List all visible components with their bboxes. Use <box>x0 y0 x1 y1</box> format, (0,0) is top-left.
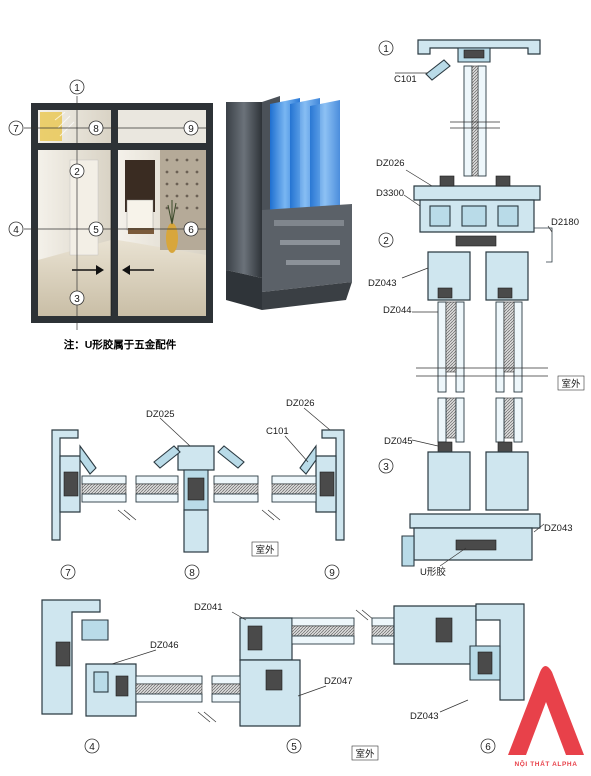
photo-callouts: 1 2 3 4 5 6 7 8 9 <box>8 79 199 306</box>
label-c101: C101 <box>394 74 417 85</box>
horizontal-section-upper: DZ025 DZ026 C101 室外 7 8 9 <box>51 398 345 580</box>
section-1: 1 <box>383 44 389 55</box>
outside-label-vertical: 室外 <box>557 375 585 391</box>
section-6: 6 <box>485 742 491 753</box>
marker-2: 2 <box>74 167 80 178</box>
marker-6: 6 <box>188 225 194 236</box>
label-dz026-horizontal: DZ026 <box>286 398 315 409</box>
marker-7: 7 <box>13 124 19 135</box>
label-d2180: D2180 <box>551 217 579 228</box>
label-dz043-vertical: DZ043 <box>368 278 397 289</box>
section-3: 3 <box>383 462 389 473</box>
slide-arrow-left-icon <box>122 265 154 275</box>
marker-5: 5 <box>93 225 99 236</box>
label-dz043-sill: DZ043 <box>544 523 573 534</box>
marker-9: 9 <box>188 124 194 135</box>
brand-name: NỘI THẤT ALPHA <box>514 758 577 768</box>
outside-label-upper: 室外 <box>251 541 279 557</box>
label-dz047: DZ047 <box>324 676 353 687</box>
label-dz025: DZ025 <box>146 409 175 420</box>
section-2: 2 <box>383 236 389 247</box>
profile-cutaway-render <box>226 96 352 310</box>
marker-4: 4 <box>13 225 19 236</box>
slide-arrow-right-icon <box>72 265 104 275</box>
label-c101-horizontal: C101 <box>266 426 289 437</box>
vertical-section: C101 DZ026 D3300 D2180 DZ043 DZ044 DZ045… <box>368 39 585 578</box>
svg-text:室外: 室外 <box>561 378 581 390</box>
brand-logo: NỘI THẤT ALPHA <box>508 666 584 768</box>
section-5: 5 <box>291 742 297 753</box>
outside-label-lower: 室外 <box>351 745 379 761</box>
label-u-seal: U形胶 <box>420 566 446 578</box>
marker-1: 1 <box>74 83 80 94</box>
label-dz046: DZ046 <box>150 640 179 651</box>
label-dz041: DZ041 <box>194 602 223 613</box>
svg-text:室外: 室外 <box>355 748 375 760</box>
label-d3300: D3300 <box>376 188 404 199</box>
marker-3: 3 <box>74 294 80 305</box>
label-dz043-lower: DZ043 <box>410 711 439 722</box>
horizontal-section-lower: DZ041 DZ046 DZ047 DZ043 室外 4 5 6 <box>41 599 525 761</box>
label-dz045: DZ045 <box>384 436 413 447</box>
label-dz044: DZ044 <box>383 305 412 316</box>
section-4: 4 <box>89 742 95 753</box>
section-8: 8 <box>189 568 195 579</box>
label-dz026-vertical: DZ026 <box>376 158 405 169</box>
marker-8: 8 <box>93 124 99 135</box>
svg-text:室外: 室外 <box>255 544 275 556</box>
section-9: 9 <box>329 568 335 579</box>
window-photo: 1 2 3 4 5 6 7 8 9 注：U形胶属于五金配件 <box>8 79 213 351</box>
section-7: 7 <box>65 568 71 579</box>
note-text: 注：U形胶属于五金配件 <box>64 338 177 351</box>
